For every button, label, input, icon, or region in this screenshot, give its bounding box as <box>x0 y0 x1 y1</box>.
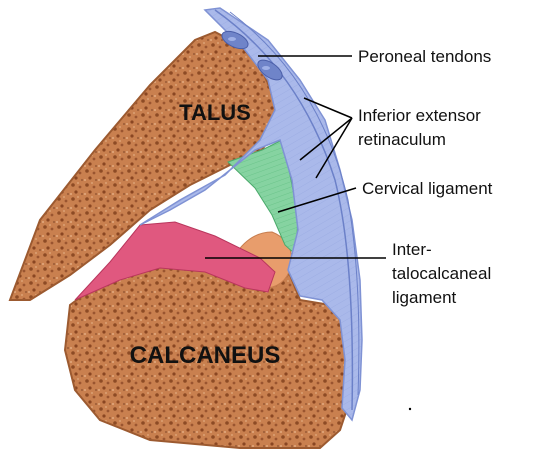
calcaneus-label: CALCANEUS <box>130 342 281 369</box>
peroneal-tendons-label: Peroneal tendons <box>358 47 491 66</box>
inferior-extensor-label-line1: Inferior extensor <box>358 106 481 125</box>
talus-label: TALUS <box>179 100 251 125</box>
inferior-extensor-label-line2: retinaculum <box>358 130 446 149</box>
interosseous-label-line1: Inter- <box>392 240 432 259</box>
cervical-ligament-label: Cervical ligament <box>362 179 493 198</box>
interosseous-label-line2: talocalcaneal <box>392 264 491 283</box>
interosseous-label-line3: ligament <box>392 288 457 307</box>
stray-dot <box>409 408 411 410</box>
